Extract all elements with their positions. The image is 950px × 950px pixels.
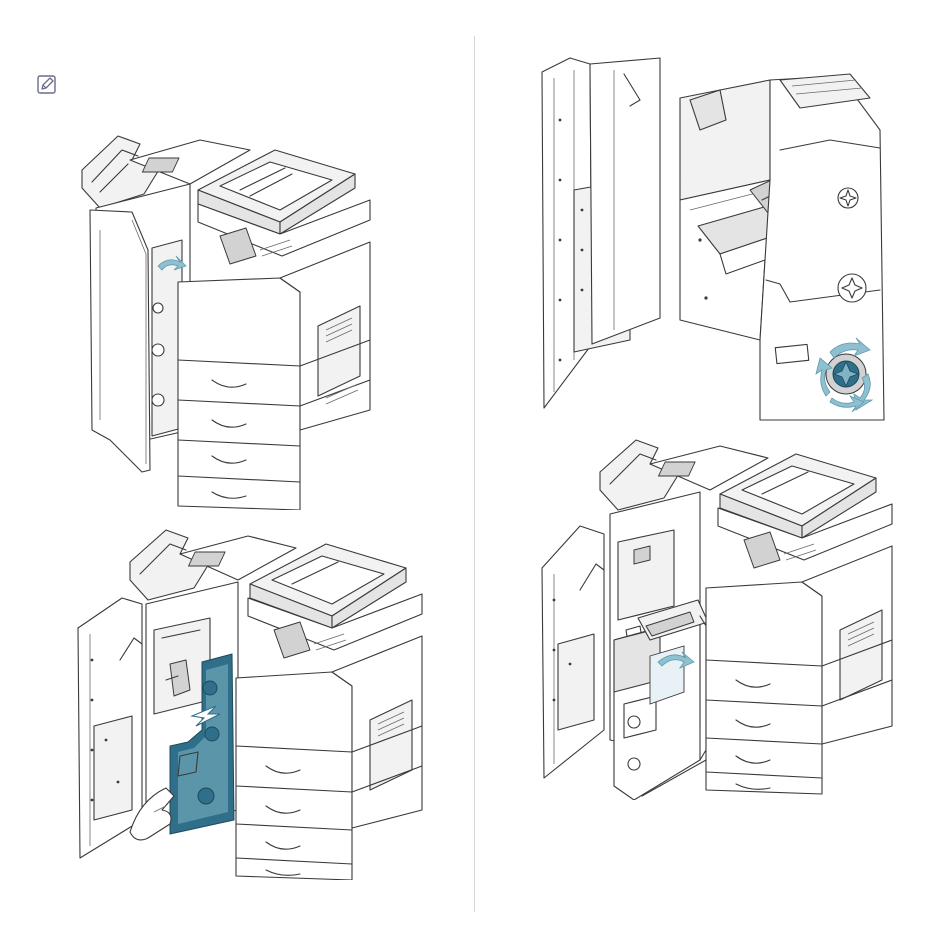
note-pencil-icon bbox=[36, 74, 58, 96]
illustration-pull-out-unit bbox=[530, 430, 910, 800]
illustration-turn-knob bbox=[530, 40, 910, 425]
illustration-open-finisher-door bbox=[70, 130, 390, 510]
column-divider bbox=[474, 36, 475, 912]
illustration-push-lever bbox=[70, 520, 450, 880]
